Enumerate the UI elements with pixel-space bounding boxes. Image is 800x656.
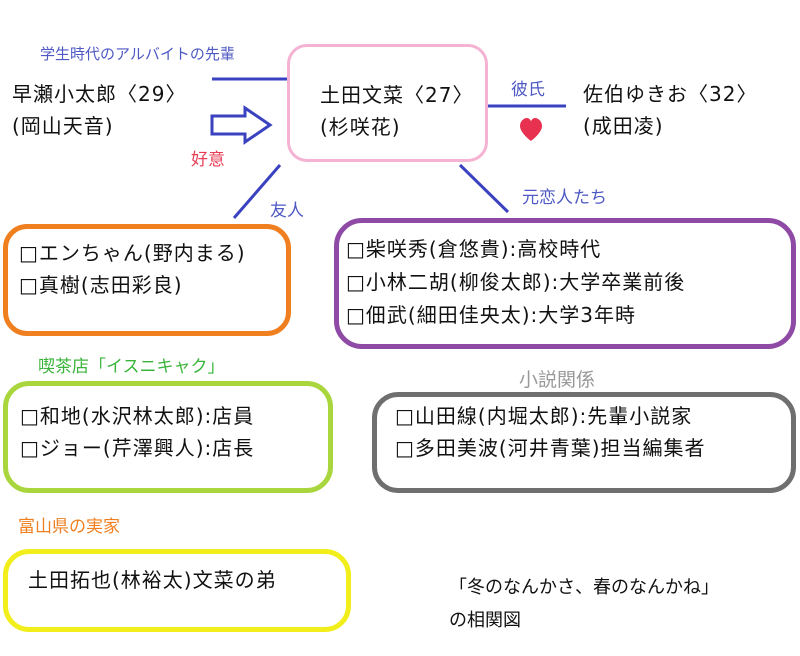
family-list: 土田拓也(林裕太)文菜の弟 (28, 570, 277, 590)
hayase-actor: (岡山天音) (12, 114, 114, 138)
exes-box: □柴咲秀(倉悠貴):高校時代 □小林二胡(柳俊太郎):大学卒業前後 □佃武(細田… (334, 218, 796, 349)
list-item: □山田線(内堀太郎):先輩小説家 (395, 404, 693, 428)
list-item: □多田美波(河井青葉)担当編集者 (395, 436, 706, 460)
koui-arrow-icon (210, 105, 273, 145)
friends-list: □エンちゃん(野内まる) □真樹(志田彩良) (19, 243, 246, 295)
label-koui: 好意 (191, 150, 225, 170)
list-item: □小林二胡(柳俊太郎):大学卒業前後 (346, 270, 686, 294)
label-yuujin: 友人 (270, 201, 304, 221)
list-item: □和地(水沢林太郎):店員 (20, 404, 255, 428)
list-item: □柴咲秀(倉悠貴):高校時代 (346, 237, 602, 261)
friends-box: □エンちゃん(野内まる) □真樹(志田彩良) (3, 224, 291, 336)
label-senpai: 学生時代のアルバイトの先輩 (40, 45, 235, 63)
cafe-box: □和地(水沢林太郎):店員 □ジョー(芹澤興人):店長 (3, 381, 333, 493)
fumina-actor: (杉咲花) (320, 115, 401, 139)
family-box: 土田拓也(林裕太)文菜の弟 (3, 549, 351, 632)
novel-list: □山田線(内堀太郎):先輩小説家 □多田美波(河井青葉)担当編集者 (395, 406, 706, 458)
fumina-name: 土田文菜〈27〉 (320, 83, 474, 107)
list-item: □佃武(細田佳央太):大学3年時 (346, 303, 636, 327)
caption-subtitle: の相関図 (449, 610, 521, 631)
ex-line (458, 163, 510, 214)
fumina-box: 土田文菜〈27〉 (杉咲花) (287, 44, 488, 162)
saeki-name: 佐伯ゆきお〈32〉 (583, 82, 758, 106)
label-motokoibito: 元恋人たち (522, 188, 607, 208)
label-shousetsu: 小説関係 (519, 369, 596, 391)
list-item: □真樹(志田彩良) (19, 273, 183, 297)
novel-box: □山田線(内堀太郎):先輩小説家 □多田美波(河井青葉)担当編集者 (372, 392, 796, 493)
label-kareshi: 彼氏 (511, 80, 545, 100)
heart-icon (520, 118, 542, 141)
list-item: 土田拓也(林裕太)文菜の弟 (28, 568, 277, 592)
list-item: □エンちゃん(野内まる) (19, 241, 246, 265)
hayase-name: 早瀬小太郎〈29〉 (12, 82, 187, 106)
saeki-actor: (成田凌) (583, 114, 664, 138)
label-kissaten: 喫茶店「イスニキャク」 (38, 357, 225, 377)
exes-list: □柴咲秀(倉悠貴):高校時代 □小林二胡(柳俊太郎):大学卒業前後 □佃武(細田… (346, 239, 685, 325)
label-jikka: 富山県の実家 (18, 517, 120, 537)
friend-line (232, 164, 282, 219)
cafe-list: □和地(水沢林太郎):店員 □ジョー(芹澤興人):店長 (20, 406, 254, 458)
caption-title: 「冬のなんかさ、春のなんかね」 (449, 577, 719, 598)
list-item: □ジョー(芹澤興人):店長 (20, 436, 255, 460)
